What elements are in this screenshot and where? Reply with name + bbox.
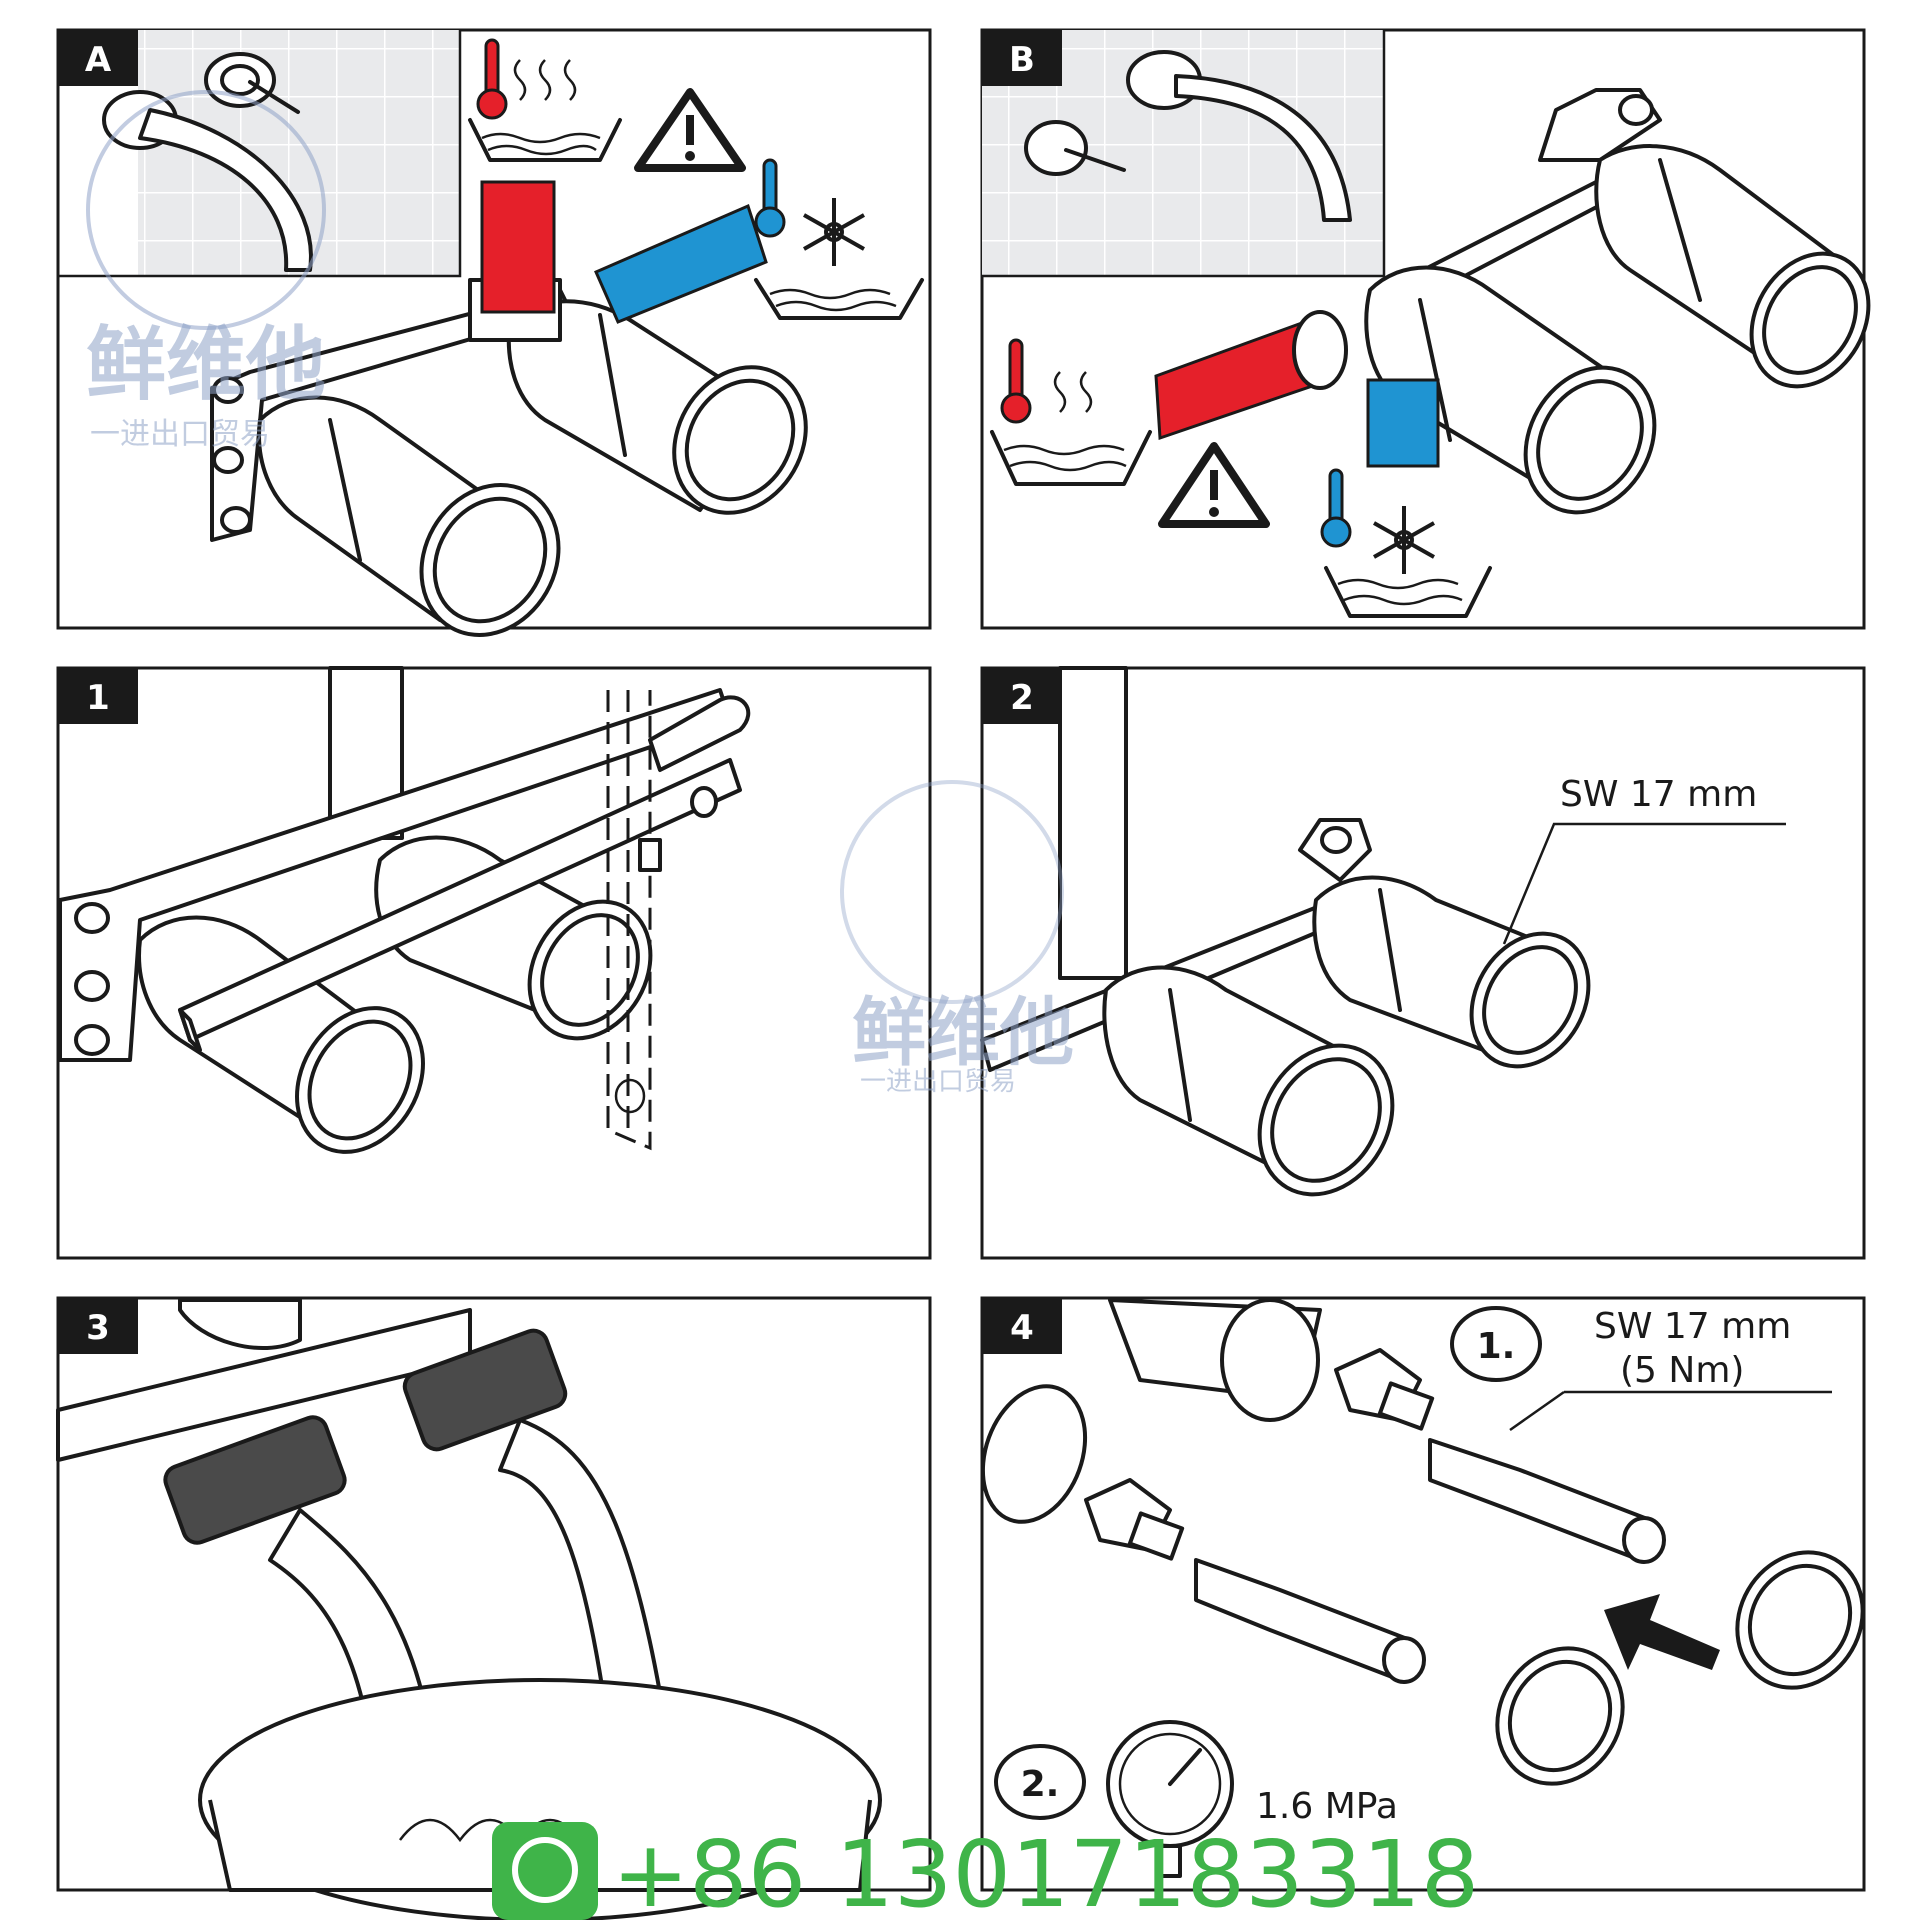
warning-icon <box>1158 442 1270 528</box>
step-2-badge: 2. <box>994 1744 1086 1820</box>
wrench-upper <box>1428 1438 1666 1564</box>
watermark-logo: 鲜维他 一进出口贸易 <box>86 90 326 452</box>
pressure-gauge-icon <box>1106 1720 1234 1878</box>
panel-b: B <box>980 28 1871 630</box>
plaster-guide-dashed <box>606 690 662 1151</box>
wrench-lower <box>1194 1558 1426 1684</box>
contact-phone: +86 13017183318 <box>612 1821 1479 1920</box>
cold-water-inlet <box>1366 378 1440 468</box>
svg-text:一进出口贸易: 一进出口贸易 <box>860 1067 1016 1097</box>
cap-ring-left <box>1495 1646 1625 1786</box>
wall-tile-inset <box>58 30 462 278</box>
step-1-badge: 1. <box>1450 1306 1542 1382</box>
panel-4: 4 1. SW 17 mm (5 Nm) <box>980 1296 1866 1892</box>
warning-icon <box>634 88 746 172</box>
callout-line <box>1502 822 1786 945</box>
watermark-logo: 鲜维他 一进出口贸易 <box>840 780 1074 1097</box>
valve-body-left <box>257 395 561 637</box>
valve-body-left <box>1364 265 1657 515</box>
hot-thermometer-icon <box>1000 338 1032 424</box>
snowflake-icon <box>1373 506 1435 574</box>
arrow-icon <box>1604 1594 1720 1670</box>
panel-3-tag: 3 <box>86 1308 110 1348</box>
panel-1: 1 <box>56 666 932 1260</box>
torque-value: (5 Nm) <box>1620 1350 1744 1391</box>
pressure-label: 1.6 MPa <box>1256 1786 1398 1827</box>
panel-a-tag: A <box>85 40 112 80</box>
hot-water-inlet <box>468 180 562 342</box>
whatsapp-icon <box>492 1822 598 1920</box>
valve-bodies <box>980 1298 1322 1524</box>
hot-water-inlet <box>1154 310 1348 441</box>
snowflake-icon <box>803 198 865 266</box>
svg-text:鲜维他: 鲜维他 <box>86 318 326 411</box>
panel-2-tag: 2 <box>1010 678 1034 718</box>
panel-1-tag: 1 <box>86 678 110 718</box>
cold-basin-icon <box>1324 566 1492 618</box>
cold-water-inlet <box>594 203 768 324</box>
valve-body-right <box>506 299 808 515</box>
wrench-size-label: SW 17 mm <box>1560 774 1757 815</box>
panel-a: A <box>56 28 932 637</box>
hot-basin-icon <box>990 371 1152 486</box>
wall-tile-inset <box>982 30 1386 278</box>
torque-wrench-size: SW 17 mm <box>1594 1306 1791 1347</box>
cold-thermometer-icon <box>1320 468 1352 548</box>
panel-4-tag: 4 <box>1010 1308 1034 1348</box>
valve-body-left <box>1102 965 1395 1197</box>
vertical-pipe <box>1058 666 1128 980</box>
spacer-bar <box>178 695 751 1052</box>
panel-b-tag: B <box>1009 40 1035 80</box>
valve-body-right <box>374 835 653 1041</box>
svg-text:鲜维他: 鲜维他 <box>852 990 1074 1076</box>
valve-body-right <box>1312 875 1591 1069</box>
svg-text:一进出口贸易: 一进出口贸易 <box>90 417 270 452</box>
mounting-bracket <box>58 688 732 1062</box>
contact-overlay: +86 13017183318 <box>492 1821 1479 1920</box>
cold-basin-icon <box>754 278 924 320</box>
valve-body-right <box>1594 144 1871 389</box>
cold-thermometer-icon <box>754 158 786 238</box>
cap-ring-right <box>1735 1550 1865 1690</box>
hot-basin-icon <box>468 59 622 162</box>
svg-text:1.: 1. <box>1477 1326 1516 1367</box>
plug-lower <box>1084 1478 1185 1561</box>
panel-2: 2 SW 17 mm <box>980 666 1866 1260</box>
hot-thermometer-icon <box>476 38 508 120</box>
svg-text:2.: 2. <box>1021 1764 1060 1805</box>
plug-upper <box>1334 1348 1435 1431</box>
valve-body-left <box>137 915 425 1154</box>
